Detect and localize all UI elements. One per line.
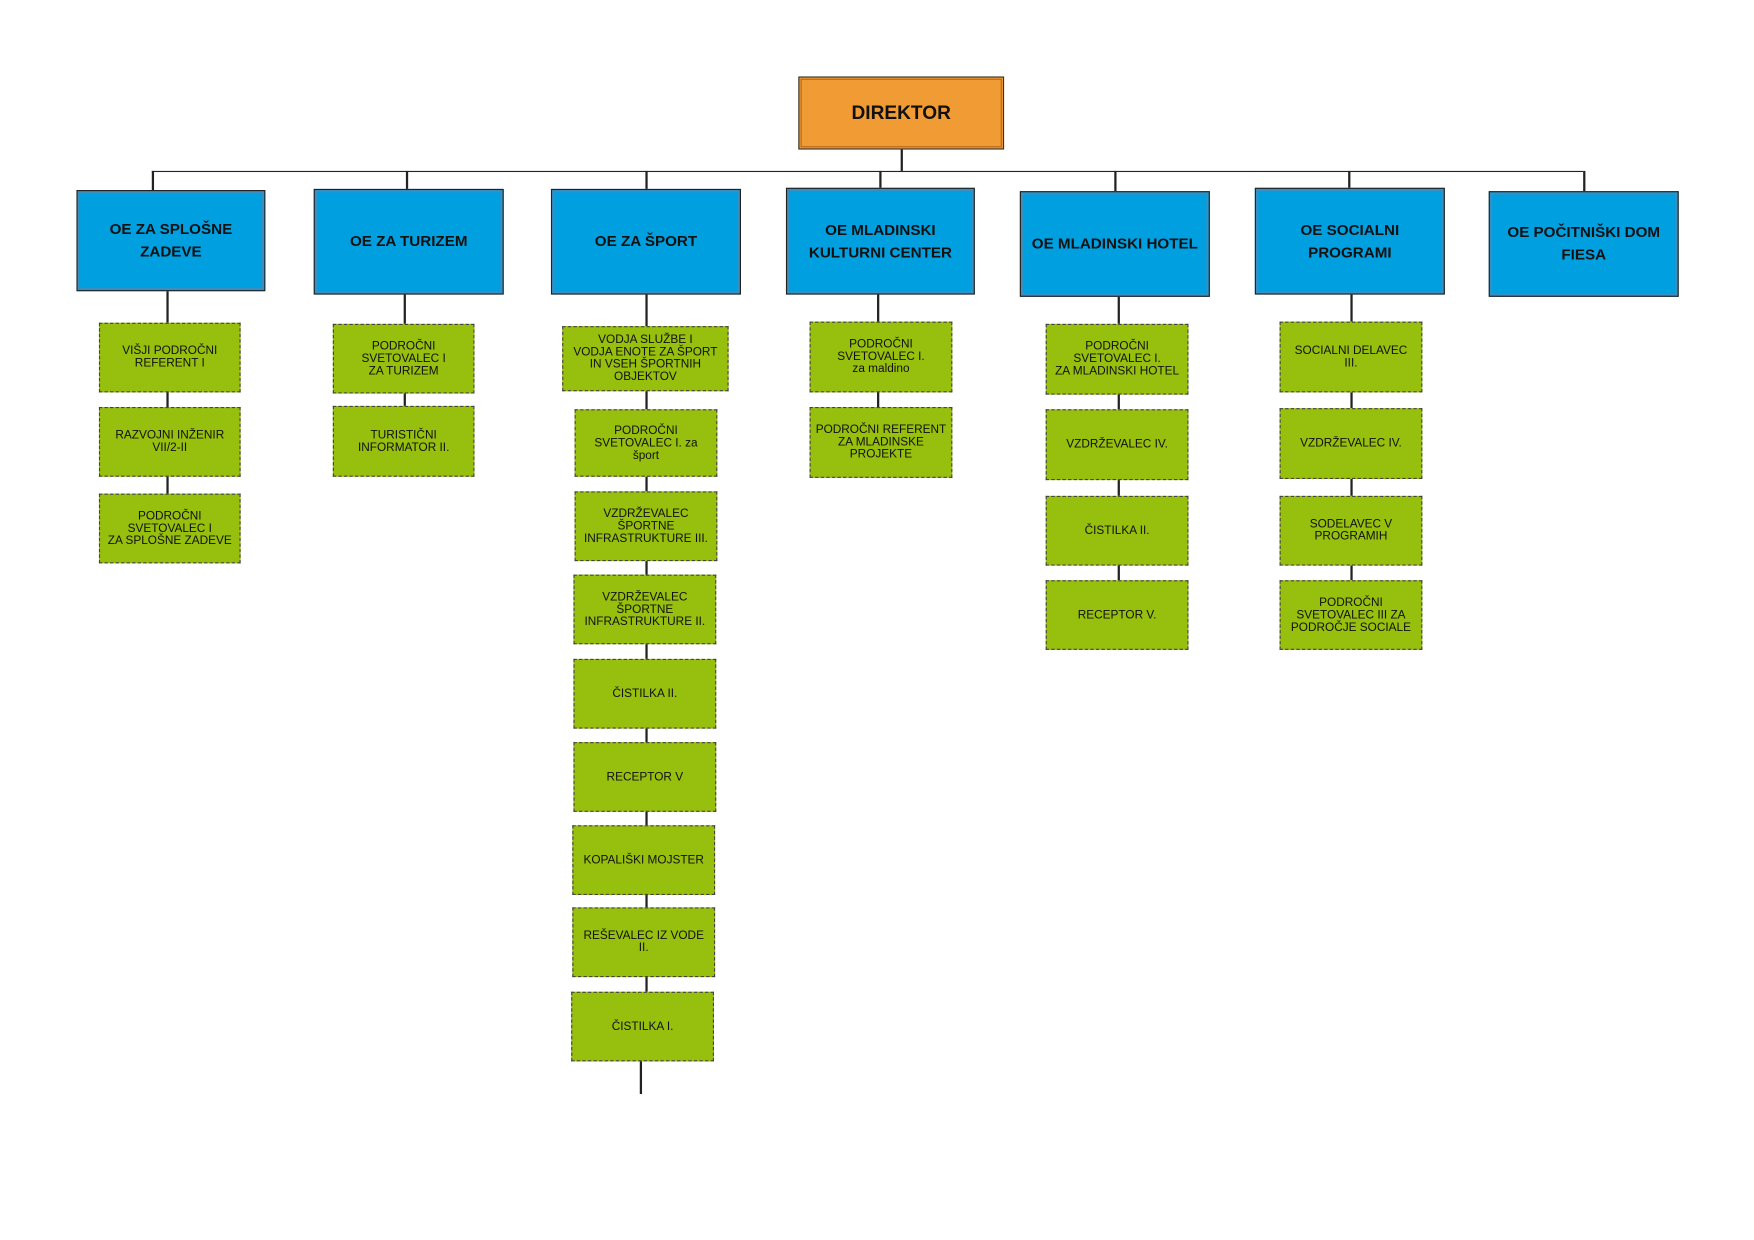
position-box: PODROČNI SVETOVALEC I. za maldino: [809, 321, 953, 393]
connector-line: [879, 170, 881, 188]
position-label: PODROČNI SVETOVALEC I. za šport: [594, 423, 698, 462]
director-box: DIREKTOR: [798, 76, 1005, 150]
position-label: SODELAVEC V PROGRAMIH: [1309, 517, 1393, 544]
position-label: PODROČNI SVETOVALEC III ZA PODROČJE SOCI…: [1290, 595, 1411, 634]
connector-line: [403, 393, 406, 406]
position-label: ČISTILKA II.: [612, 686, 678, 700]
position-box: RECEPTOR V.: [1045, 580, 1189, 650]
unit-box: OE MLADINSKI HOTEL: [1019, 191, 1210, 297]
unit-label: OE ZA TURIZEM: [349, 232, 468, 250]
position-label: VZDRŽEVALEC IV.: [1300, 436, 1402, 450]
connector-line: [1117, 394, 1120, 410]
position-box: RECEPTOR V: [573, 742, 717, 812]
connector-line: [639, 1061, 642, 1095]
position-box: SOCIALNI DELAVEC III.: [1279, 321, 1423, 393]
unit-label: OE ZA ŠPORT: [594, 232, 698, 250]
connector-line: [1350, 294, 1353, 322]
unit-box: OE ZA SPLOŠNE ZADEVE: [76, 190, 266, 292]
connector-line: [645, 391, 648, 410]
position-label: ČISTILKA II.: [1084, 523, 1150, 537]
position-box: VZDRŽEVALEC ŠPORTNE INFRASTRUKTURE II.: [573, 574, 717, 645]
position-label: PODROČNI SVETOVALEC I ZA TURIZEM: [361, 339, 446, 378]
position-label: VZDRŽEVALEC ŠPORTNE INFRASTRUKTURE III.: [583, 506, 708, 545]
position-box: VZDRŽEVALEC IV.: [1279, 408, 1423, 479]
connector-line: [1117, 480, 1120, 496]
position-label: RAZVOJNI INŽENIR VII/2-II: [115, 428, 225, 455]
horizontal-connector: [151, 170, 1584, 173]
unit-label: OE MLADINSKI HOTEL: [1031, 234, 1198, 252]
connector-line: [1348, 170, 1350, 188]
position-label: PODROČNI SVETOVALEC I. za maldino: [837, 337, 925, 376]
connector-line: [166, 291, 169, 323]
unit-label: OE ZA SPLOŠNE ZADEVE: [109, 220, 233, 260]
position-label: VZDRŽEVALEC ŠPORTNE INFRASTRUKTURE II.: [584, 589, 706, 628]
connector-line: [645, 895, 648, 908]
position-label: PODROČNI SVETOVALEC I ZA SPLOŠNE ZADEVE: [107, 508, 232, 548]
position-box: VIŠJI PODROČNI REFERENT I: [98, 322, 241, 393]
connector-line: [1350, 565, 1353, 581]
position-label: SOCIALNI DELAVEC III.: [1294, 343, 1408, 370]
unit-label: OE POČITNIŠKI DOM FIESA: [1507, 223, 1661, 264]
position-label: VODJA SLUŽBE I VODJA ENOTE ZA ŠPORT IN V…: [573, 332, 718, 384]
connector-line: [645, 811, 648, 826]
connector-line: [1117, 296, 1120, 324]
connector-line: [900, 149, 903, 171]
position-box: PODROČNI SVETOVALEC I. za šport: [574, 409, 718, 477]
connector-line: [645, 170, 648, 189]
connector-line: [1114, 170, 1116, 192]
position-box: PODROČNI SVETOVALEC I ZA TURIZEM: [332, 323, 475, 394]
position-label: RECEPTOR V: [606, 769, 684, 784]
connector-line: [645, 977, 648, 992]
connector-line: [645, 728, 648, 743]
connector-line: [1350, 478, 1353, 496]
connector-line: [645, 294, 648, 327]
unit-box: OE MLADINSKI KULTURNI CENTER: [785, 187, 975, 295]
unit-box: OE SOCIALNI PROGRAMI: [1254, 187, 1445, 295]
connector-line: [877, 392, 879, 408]
connector-line: [151, 170, 154, 191]
position-box: REŠEVALEC IZ VODE II.: [572, 907, 716, 978]
unit-box: OE POČITNIŠKI DOM FIESA: [1488, 191, 1679, 297]
position-label: VZDRŽEVALEC IV.: [1066, 437, 1168, 451]
connector-line: [1117, 565, 1120, 581]
position-box: TURISTIČNI INFORMATOR II.: [332, 405, 475, 477]
position-box: VZDRŽEVALEC IV.: [1045, 409, 1189, 481]
position-box: VZDRŽEVALEC ŠPORTNE INFRASTRUKTURE III.: [574, 491, 718, 562]
connector-line: [1583, 170, 1585, 192]
position-label: REŠEVALEC IZ VODE II.: [583, 928, 704, 955]
position-box: PODROČNI SVETOVALEC III ZA PODROČJE SOCI…: [1279, 580, 1423, 650]
connector-line: [403, 294, 406, 324]
position-label: VIŠJI PODROČNI REFERENT I: [122, 344, 218, 370]
position-label: PODROČNI SVETOVALEC I. ZA MLADINSKI HOTE…: [1055, 339, 1180, 378]
position-box: RAZVOJNI INŽENIR VII/2-II: [98, 407, 241, 477]
position-label: KOPALIŠKI MOJSTER: [583, 852, 704, 867]
connector-line: [1350, 392, 1353, 409]
position-box: SODELAVEC V PROGRAMIH: [1279, 495, 1423, 566]
connector-line: [645, 476, 648, 492]
connector-line: [877, 294, 879, 322]
position-box: PODROČNI SVETOVALEC I ZA SPLOŠNE ZADEVE: [98, 493, 241, 564]
position-box: KOPALIŠKI MOJSTER: [572, 825, 716, 896]
position-label: TURISTIČNI INFORMATOR II.: [357, 427, 450, 454]
connector-line: [166, 476, 169, 494]
unit-label: OE MLADINSKI KULTURNI CENTER: [808, 220, 952, 261]
unit-box: OE ZA ŠPORT: [550, 188, 741, 295]
position-box: VODJA SLUŽBE I VODJA ENOTE ZA ŠPORT IN V…: [562, 326, 729, 392]
unit-box: OE ZA TURIZEM: [313, 188, 504, 295]
unit-label: OE SOCIALNI PROGRAMI: [1300, 220, 1400, 261]
connector-line: [405, 170, 408, 189]
position-box: ČISTILKA I.: [571, 991, 714, 1062]
connector-line: [645, 561, 648, 575]
connector-line: [166, 392, 169, 408]
position-box: ČISTILKA II.: [573, 658, 717, 729]
position-box: PODROČNI SVETOVALEC I. ZA MLADINSKI HOTE…: [1045, 323, 1189, 395]
director-label: DIREKTOR: [851, 101, 951, 124]
position-label: PODROČNI REFERENT ZA MLADINSKE PROJEKTE: [815, 422, 947, 462]
position-box: ČISTILKA II.: [1045, 495, 1189, 566]
connector-line: [645, 644, 648, 659]
position-label: RECEPTOR V.: [1077, 607, 1157, 622]
position-label: ČISTILKA I.: [611, 1019, 674, 1033]
position-box: PODROČNI REFERENT ZA MLADINSKE PROJEKTE: [809, 407, 953, 478]
